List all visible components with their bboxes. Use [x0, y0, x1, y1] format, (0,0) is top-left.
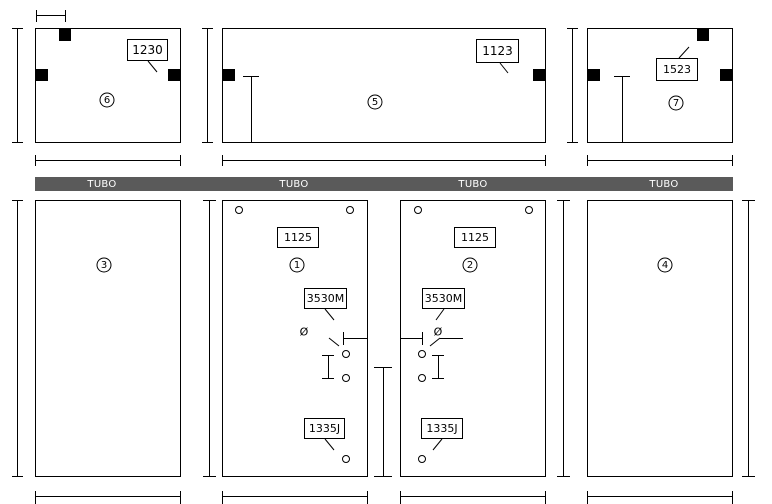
panel-4-number-circle [657, 257, 673, 273]
panel-7-code-box [656, 58, 698, 81]
panel-5-code-box [476, 39, 519, 63]
hole [414, 206, 422, 214]
tubo-label-3: TUBO [457, 179, 487, 190]
bracket-right [168, 69, 180, 81]
tubo-bar: TUBO TUBO TUBO TUBO [35, 177, 733, 191]
label-leader [432, 438, 443, 451]
hinge-line [429, 337, 441, 347]
label-leader [324, 438, 335, 451]
bracket-left [36, 69, 48, 81]
hole [418, 455, 426, 463]
panel-4-number: 4 [662, 260, 668, 271]
hole [525, 206, 533, 214]
panel-1-number: 1 [294, 260, 300, 271]
panel-5-code: 1123 [482, 44, 513, 58]
panel-2: 1125 2 3530M Ø 1335J [400, 200, 546, 477]
panel-7-outline [587, 28, 733, 143]
panel-1-number-circle [289, 257, 305, 273]
top-dimensions [12, 10, 733, 166]
panel-1-bottom-code-box [304, 418, 345, 439]
panel-6: 1230 6 [35, 28, 181, 143]
panel-6-number: 6 [104, 95, 110, 106]
tubo-label-4: TUBO [648, 179, 678, 190]
bottom-dimensions [12, 200, 755, 504]
hole [342, 374, 350, 382]
hinge-line [328, 337, 340, 347]
panel-3-outline [35, 200, 181, 477]
panel-1-code: 1125 [284, 231, 312, 244]
panel-3-number-circle [96, 257, 112, 273]
panel-6-number-circle [99, 92, 115, 108]
panel-6-code-box [127, 39, 168, 61]
label-leader [435, 308, 445, 321]
tubo-label-1: TUBO [86, 179, 116, 190]
panel-2-number: 2 [467, 260, 473, 271]
panel-4: 4 [587, 200, 733, 477]
panel-2-bottom-code-box [421, 418, 463, 439]
panel-7-code: 1523 [663, 63, 691, 76]
hole [235, 206, 243, 214]
bracket-right [533, 69, 545, 81]
label-leader [147, 60, 158, 73]
panel-7: 1523 7 [587, 28, 733, 143]
label-leader [324, 308, 335, 321]
hole [342, 455, 350, 463]
panel-2-diameter-symbol: Ø [434, 326, 443, 339]
panel-5: 1123 5 [222, 28, 546, 143]
panel-2-code: 1125 [461, 231, 489, 244]
bracket-top [697, 29, 709, 41]
panel-6-code: 1230 [132, 43, 163, 57]
hole [342, 350, 350, 358]
panel-1-diameter-symbol: Ø [300, 326, 309, 339]
panel-2-hinge-code: 3530M [425, 292, 463, 305]
bracket-right [720, 69, 732, 81]
panel-5-number-circle [367, 94, 383, 110]
panel-5-number: 5 [372, 97, 378, 108]
hole [418, 374, 426, 382]
tubo-rail [35, 177, 733, 191]
hole [346, 206, 354, 214]
hole [418, 350, 426, 358]
panel-4-outline [587, 200, 733, 477]
bracket-left [223, 69, 235, 81]
label-leader [678, 46, 690, 59]
tubo-label-2: TUBO [278, 179, 308, 190]
panel-1-hinge-code: 3530M [307, 292, 345, 305]
label-leader [499, 62, 509, 74]
bracket-top [59, 29, 71, 41]
panel-3: 3 [35, 200, 181, 477]
bracket-left [588, 69, 600, 81]
panel-3-number: 3 [101, 260, 107, 271]
panel-2-number-circle [462, 257, 478, 273]
panel-2-bottom-code: 1335J [426, 422, 457, 435]
panel-7-number-circle [668, 95, 684, 111]
panel-2-code-box [454, 227, 496, 248]
middle-dimension [374, 367, 392, 477]
panel-1-code-box [277, 227, 319, 248]
panel-1: 1125 1 3530M Ø 1335J [222, 200, 368, 477]
panel-1-bottom-code: 1335J [309, 422, 340, 435]
panel-2-hinge-box [422, 288, 465, 309]
panel-1-hinge-box [304, 288, 347, 309]
panel-7-number: 7 [673, 98, 679, 109]
